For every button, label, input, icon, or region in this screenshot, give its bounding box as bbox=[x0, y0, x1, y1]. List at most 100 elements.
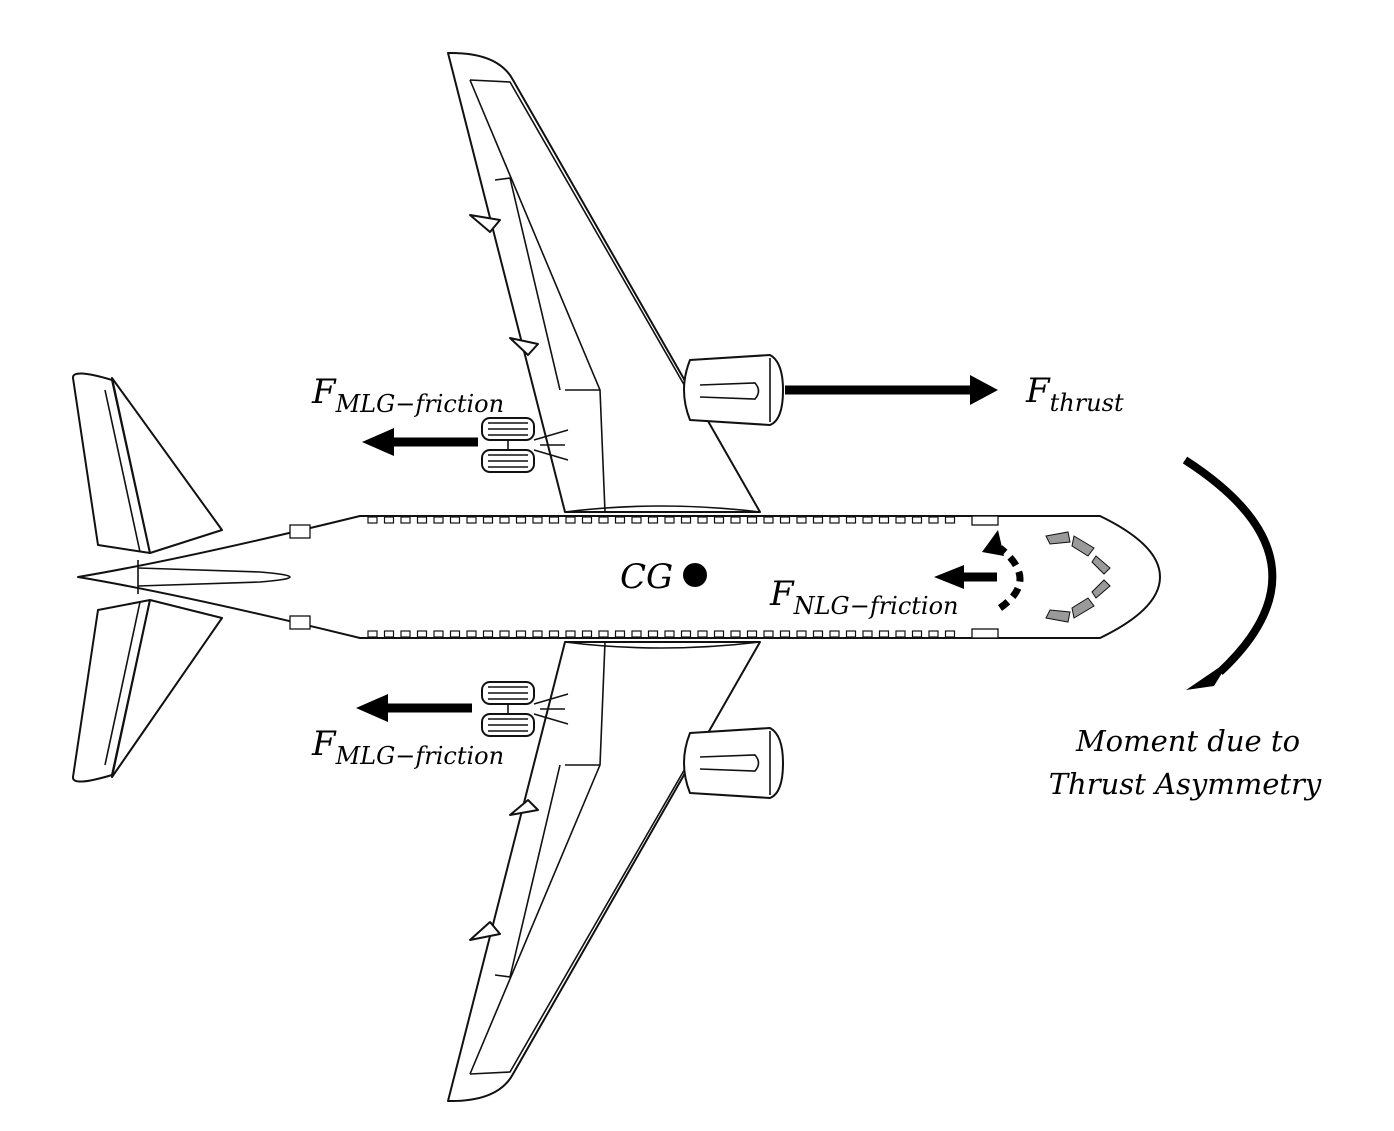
passenger-window bbox=[664, 516, 675, 524]
stabilizer-top-te bbox=[111, 377, 223, 554]
passenger-window bbox=[515, 516, 527, 524]
passenger-window bbox=[598, 516, 609, 524]
passenger-window bbox=[482, 630, 494, 638]
passenger-window bbox=[664, 630, 675, 638]
passenger-window bbox=[449, 630, 461, 638]
passenger-window bbox=[878, 630, 890, 638]
passenger-window bbox=[713, 630, 725, 638]
passenger-window bbox=[829, 630, 840, 638]
passenger-window bbox=[730, 630, 741, 638]
passenger-window bbox=[565, 516, 576, 524]
passenger-window bbox=[812, 516, 824, 524]
passenger-window bbox=[763, 630, 774, 638]
passenger-window bbox=[482, 516, 494, 524]
passenger-window bbox=[928, 516, 939, 524]
passenger-window bbox=[697, 630, 708, 638]
passenger-window bbox=[400, 516, 411, 524]
passenger-window bbox=[829, 516, 840, 524]
passenger-window bbox=[862, 630, 873, 638]
passenger-window bbox=[944, 630, 956, 638]
label-moment-line2: Thrust Asymmetry bbox=[1049, 767, 1322, 801]
passenger-window bbox=[581, 516, 593, 524]
label-thrust: Fthrust bbox=[1025, 371, 1124, 417]
nlg-friction-arrow bbox=[934, 565, 997, 589]
passenger-window bbox=[862, 516, 873, 524]
thrust-arrow bbox=[785, 375, 998, 405]
passenger-window bbox=[466, 516, 477, 524]
main-landing-gear-bottom bbox=[481, 681, 569, 737]
label-moment-line1: Moment due to bbox=[1075, 724, 1300, 758]
passenger-window bbox=[730, 516, 741, 524]
door-fwd-bottom bbox=[971, 628, 999, 639]
passenger-window bbox=[647, 516, 659, 524]
passenger-windows bbox=[367, 516, 956, 638]
passenger-window bbox=[631, 516, 642, 524]
passenger-window bbox=[433, 516, 444, 524]
door-aft-bottom bbox=[289, 615, 311, 630]
aircraft-drawing bbox=[72, 51, 1161, 1103]
label-cg: CG bbox=[620, 557, 673, 597]
passenger-window bbox=[911, 516, 923, 524]
passenger-window bbox=[548, 630, 560, 638]
passenger-window bbox=[433, 630, 444, 638]
passenger-window bbox=[515, 630, 527, 638]
wing-top bbox=[447, 51, 761, 513]
passenger-window bbox=[878, 516, 890, 524]
passenger-window bbox=[911, 630, 923, 638]
door-aft-top bbox=[289, 524, 311, 539]
passenger-window bbox=[548, 516, 560, 524]
wing-bottom-outline bbox=[447, 641, 761, 1103]
passenger-window bbox=[614, 630, 626, 638]
passenger-window bbox=[466, 630, 477, 638]
passenger-window bbox=[796, 630, 807, 638]
passenger-window bbox=[499, 516, 510, 524]
passenger-window bbox=[944, 516, 956, 524]
passenger-window bbox=[680, 630, 692, 638]
labels: Fthrust FMLG−friction FMLG−friction FNLG… bbox=[311, 371, 1322, 801]
passenger-window bbox=[928, 630, 939, 638]
cockpit-windows bbox=[1045, 531, 1111, 623]
stabilizer-bottom-te bbox=[111, 599, 223, 778]
mlg-bottom-friction-arrow bbox=[356, 694, 472, 722]
passenger-window bbox=[383, 630, 395, 638]
main-landing-gear-top bbox=[481, 417, 569, 473]
mlg-top-friction-arrow bbox=[362, 428, 478, 456]
label-mlg-friction-bottom: FMLG−friction bbox=[311, 724, 504, 770]
passenger-window bbox=[532, 630, 543, 638]
passenger-window bbox=[614, 516, 626, 524]
passenger-window bbox=[416, 516, 428, 524]
passenger-window bbox=[895, 516, 906, 524]
passenger-window bbox=[812, 630, 824, 638]
passenger-window bbox=[779, 630, 791, 638]
passenger-window bbox=[763, 516, 774, 524]
passenger-window bbox=[845, 630, 857, 638]
nose-gear-steering-arc bbox=[982, 530, 1024, 611]
passenger-window bbox=[565, 630, 576, 638]
passenger-window bbox=[680, 516, 692, 524]
horizontal-stabilizers bbox=[72, 372, 223, 783]
passenger-window bbox=[647, 630, 659, 638]
passenger-window bbox=[631, 630, 642, 638]
fuselage-outline bbox=[77, 515, 1161, 639]
passenger-window bbox=[845, 516, 857, 524]
passenger-window bbox=[367, 516, 378, 524]
passenger-window bbox=[449, 516, 461, 524]
passenger-window bbox=[796, 516, 807, 524]
passenger-window bbox=[367, 630, 378, 638]
label-nlg-friction: FNLG−friction bbox=[769, 574, 959, 620]
passenger-window bbox=[746, 630, 758, 638]
passenger-window bbox=[499, 630, 510, 638]
passenger-window bbox=[697, 516, 708, 524]
passenger-window bbox=[581, 630, 593, 638]
passenger-window bbox=[779, 516, 791, 524]
fuselage bbox=[77, 515, 1161, 639]
cg-point bbox=[683, 563, 707, 587]
passenger-window bbox=[383, 516, 395, 524]
passenger-window bbox=[532, 516, 543, 524]
engine-top bbox=[683, 354, 784, 426]
passenger-window bbox=[598, 630, 609, 638]
engine-bottom bbox=[683, 727, 784, 799]
moment-arrow bbox=[1182, 456, 1277, 690]
